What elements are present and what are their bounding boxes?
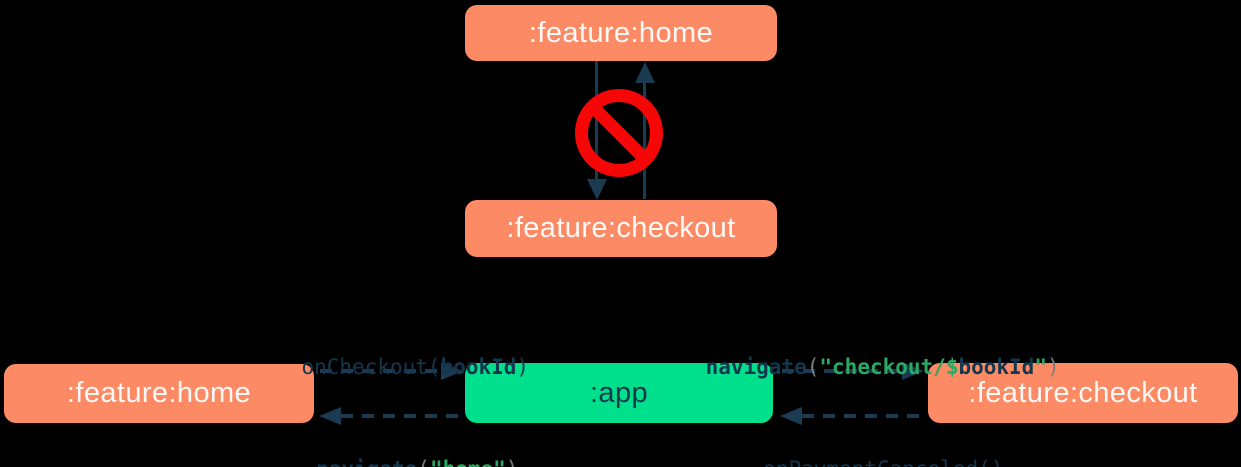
code-template-var: bookId xyxy=(958,355,1035,379)
arrowhead-left-icon xyxy=(319,407,341,425)
node-feature-home-bottom: :feature:home xyxy=(4,364,314,423)
code-arg: bookId xyxy=(440,355,517,379)
code-paren: ) xyxy=(516,355,530,379)
code-label-oncheckout: onCheckout(bookId) xyxy=(240,331,540,403)
arrowhead-down-icon xyxy=(587,179,607,200)
arrowhead-right-icon xyxy=(441,362,463,380)
edge-app-to-checkout xyxy=(782,369,903,373)
node-feature-checkout-top: :feature:checkout xyxy=(465,200,777,257)
code-paren: ) xyxy=(506,457,519,467)
node-feature-checkout-bottom: :feature:checkout xyxy=(928,363,1238,423)
node-feature-home-top: :feature:home xyxy=(465,5,777,61)
code-fn: onCheckout( xyxy=(301,355,441,379)
code-fn: navigate xyxy=(705,355,807,379)
node-label-feature-home-bottom: :feature:home xyxy=(66,377,252,409)
code-fn: navigate xyxy=(316,457,417,467)
arrowhead-right-icon xyxy=(902,362,924,380)
code-label-navigate-home: navigate("home") xyxy=(242,433,542,467)
code-string: "checkout/$ xyxy=(819,355,959,379)
no-entry-slash xyxy=(591,105,647,161)
code-paren: ( xyxy=(806,355,820,379)
edge-app-to-home xyxy=(341,414,462,418)
node-app: :app xyxy=(465,363,773,423)
code-paren: ( xyxy=(417,457,430,467)
no-entry-icon xyxy=(575,89,663,177)
code-string: " xyxy=(1034,355,1047,379)
code-paren: ) xyxy=(1046,355,1060,379)
edge-checkout-to-app xyxy=(802,414,924,418)
edge-home-to-app xyxy=(320,369,442,373)
node-label-app: :app xyxy=(589,376,649,409)
node-label-feature-checkout-top: :feature:checkout xyxy=(506,212,736,244)
arrowhead-left-icon xyxy=(780,407,802,425)
code-label-navigate-checkout: navigate("checkout/$bookId") xyxy=(655,331,1060,403)
code-label-onpaymentcanceled: onPaymentCanceled() xyxy=(708,433,1008,467)
code-fn: onPaymentCanceled() xyxy=(763,457,1003,467)
arrowhead-up-icon xyxy=(635,62,655,83)
code-string: "home" xyxy=(430,457,506,467)
node-label-feature-home-top: :feature:home xyxy=(528,16,714,49)
node-label-feature-checkout-bottom: :feature:checkout xyxy=(968,376,1198,409)
